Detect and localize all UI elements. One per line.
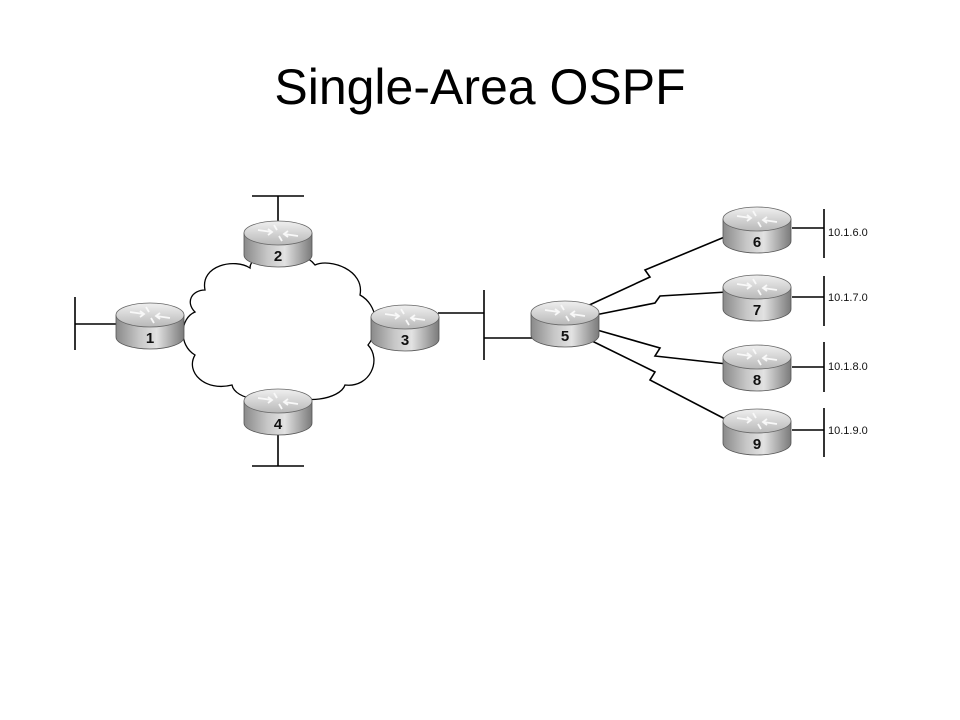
serial-link-5-8 [596, 329, 728, 365]
router-2: 2 [243, 220, 313, 268]
router-arrows-icon [129, 306, 171, 324]
router-number: 9 [753, 436, 761, 453]
serial-link-5-6 [584, 235, 728, 308]
router-1: 1 [115, 302, 185, 350]
router-number: 7 [753, 302, 761, 319]
router-arrows-icon [544, 304, 586, 322]
router-7: 7 [722, 274, 792, 322]
router-arrows-icon [736, 210, 778, 228]
router-top [243, 388, 313, 414]
router-number: 6 [753, 234, 761, 251]
router-top [115, 302, 185, 328]
network-label-9: 10.1.9.0 [828, 425, 868, 437]
cloud-shape [182, 251, 377, 401]
router-number: 1 [146, 330, 154, 347]
router-3: 3 [370, 304, 440, 352]
router-top [722, 408, 792, 434]
router-arrows-icon [257, 392, 299, 410]
router-4: 4 [243, 388, 313, 436]
router-top [722, 344, 792, 370]
router-top [722, 274, 792, 300]
network-label-7: 10.1.7.0 [828, 292, 868, 304]
router-9: 9 [722, 408, 792, 456]
router-5: 5 [530, 300, 600, 348]
network-label-8: 10.1.8.0 [828, 361, 868, 373]
router-arrows-icon [736, 278, 778, 296]
router-number: 4 [274, 416, 283, 433]
router-arrows-icon [384, 308, 426, 326]
router-top [243, 220, 313, 246]
network-label-6: 10.1.6.0 [828, 227, 868, 239]
router-6: 6 [722, 206, 792, 254]
router-arrows-icon [736, 348, 778, 366]
serial-link-5-7 [594, 291, 728, 316]
router-arrows-icon [736, 412, 778, 430]
router-top [530, 300, 600, 326]
router-top [722, 206, 792, 232]
router-number: 2 [274, 248, 282, 265]
router-top [370, 304, 440, 330]
router-number: 3 [401, 332, 409, 349]
slide-title: Single-Area OSPF [274, 59, 686, 115]
serial-link-5-9 [589, 339, 728, 421]
router-number: 8 [753, 372, 761, 389]
router-number: 5 [561, 328, 569, 345]
router-arrows-icon [257, 224, 299, 242]
router-8: 8 [722, 344, 792, 392]
